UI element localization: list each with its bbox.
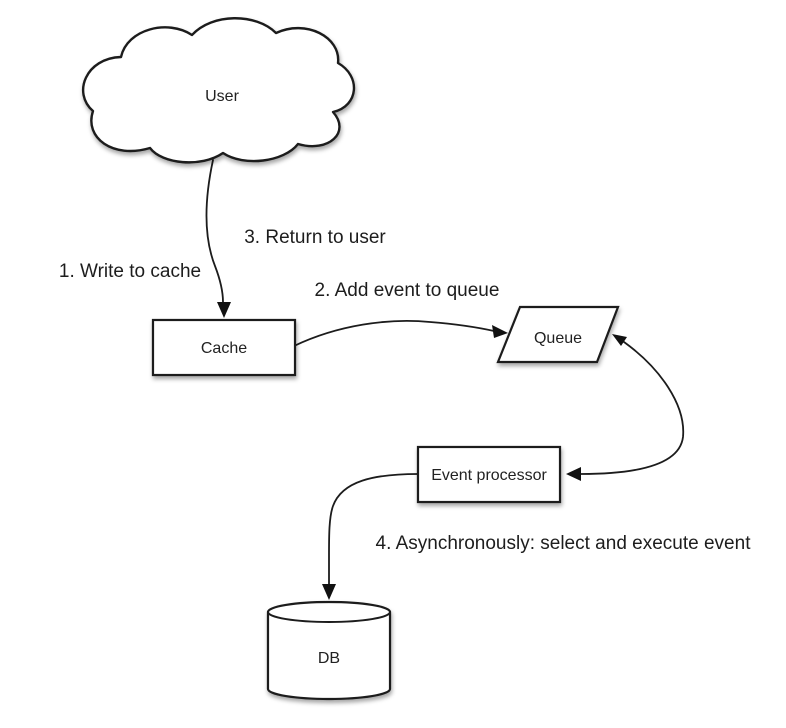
arrowhead-into-queue-right-icon [612,334,627,346]
queue-label: Queue [534,330,582,347]
node-db: DB [266,600,392,701]
step-label-add-event-to-queue: 2. Add event to queue [315,280,500,301]
arrowhead-into-cache-icon [217,302,231,318]
cache-label: Cache [201,340,247,357]
cache-box [151,318,297,377]
user-cloud-shape [82,17,356,164]
step-label-return-to-user: 3. Return to user [244,227,386,248]
edge-queue-event-processor [566,334,685,481]
db-label: DB [318,650,340,667]
arrowhead-into-db-icon [322,584,336,600]
edge-cache-queue [293,320,508,347]
node-user: User [82,17,356,164]
node-event-processor: Event processor [416,445,562,504]
edge-user-cache-line [205,159,224,303]
arrowhead-into-queue-icon [492,325,508,338]
event-processor-label: Event processor [431,467,547,484]
edge-user-cache [205,159,231,318]
step-label-asynchronously-execute: 4. Asynchronously: select and execute ev… [376,533,752,554]
arrowhead-into-event-processor-icon [566,467,581,481]
step-label-write-to-cache: 1. Write to cache [59,261,201,282]
event-processor-box [416,445,562,504]
edge-cache-queue-line [293,320,495,347]
node-queue: Queue [496,305,620,364]
queue-parallelogram [496,305,620,364]
db-cylinder-rim [267,611,391,623]
user-label: User [205,88,239,105]
db-cylinder [266,600,392,701]
edge-queue-event-processor-line [580,341,685,475]
edge-event-processor-db-line [328,473,419,586]
edge-event-processor-db [322,473,419,600]
node-cache: Cache [151,318,297,377]
